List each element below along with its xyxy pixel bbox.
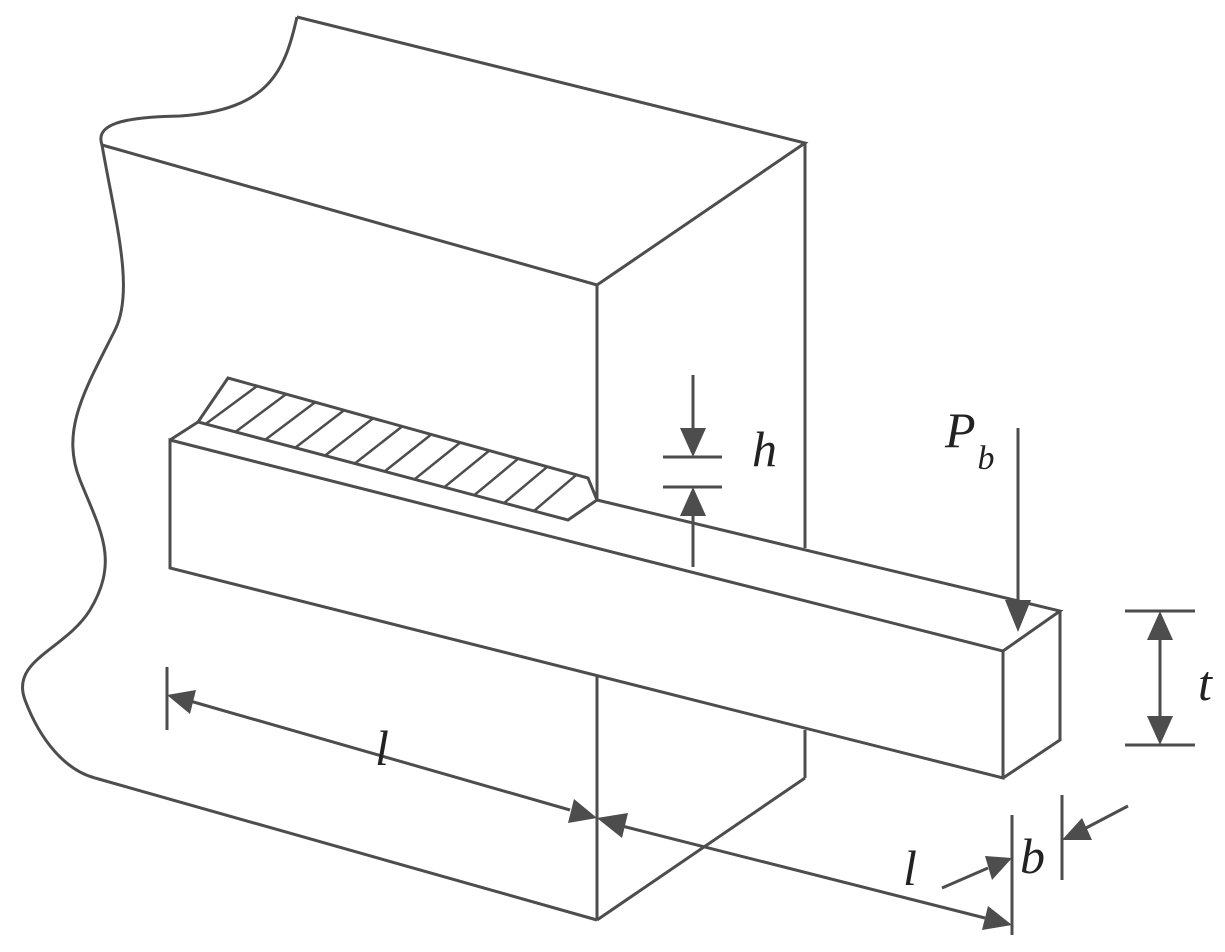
weld-hatch-line — [294, 409, 345, 449]
b-arrow-right-shaft — [1085, 804, 1129, 830]
load-arrow-head — [1005, 600, 1031, 632]
l-right-arrow-end — [982, 906, 1012, 930]
bar-end-face — [1002, 611, 1062, 780]
l-left-label: l — [375, 720, 389, 776]
load-label: Pb — [944, 402, 995, 477]
weld-hatch-line — [354, 425, 403, 465]
plate-bottom-front-edge — [94, 776, 598, 922]
l-left-dim-line — [189, 699, 571, 812]
t-arrow-top-head — [1147, 611, 1173, 640]
h-dimension: h — [663, 375, 777, 567]
b-arrow-left-head — [985, 856, 1012, 880]
l-left-arrow-start — [167, 690, 196, 714]
weld-hatch-line — [204, 385, 258, 426]
cantilever-bar — [168, 420, 1064, 780]
t-dimension: t — [1125, 609, 1213, 747]
l-dimension-left: l — [165, 667, 597, 823]
base-plate — [21, 15, 809, 922]
plate-top-face — [101, 15, 809, 287]
weld-hatch-line — [234, 393, 287, 433]
weld-hatch-line — [503, 465, 549, 505]
weld-outline — [195, 376, 599, 522]
plate-bottom-side-edge — [596, 776, 806, 922]
bar-front-face — [168, 438, 1005, 780]
l-right-dim-line — [621, 824, 986, 920]
bar-top-face — [169, 420, 1064, 653]
weld-hatch-line — [324, 417, 374, 457]
t-arrow-bottom-head — [1147, 716, 1173, 745]
weld-hatch-line — [264, 401, 316, 441]
b-dimension: b — [941, 795, 1129, 890]
b-label: b — [1020, 828, 1045, 884]
h-arrow-bottom-head — [680, 487, 706, 516]
h-label: h — [752, 421, 777, 477]
l-right-label: l — [903, 840, 917, 896]
b-arrow-left-shaft — [941, 866, 989, 890]
plate-break-line — [21, 16, 299, 780]
weld-hatching — [204, 385, 578, 512]
weld-hatch-line — [413, 441, 462, 481]
weld-hatch-line — [473, 457, 520, 497]
h-arrow-top-head — [680, 428, 706, 457]
fillet-weld — [195, 376, 599, 522]
load-pb: Pb — [944, 402, 1031, 632]
load-label-subscript: b — [978, 440, 995, 477]
load-label-main: P — [944, 402, 976, 458]
weld-hatch-line — [533, 473, 578, 512]
weld-hatch-line — [443, 449, 491, 489]
b-arrow-right-head — [1062, 818, 1092, 840]
t-label: t — [1198, 655, 1213, 711]
l-right-arrow-start — [597, 813, 628, 838]
l-dimension-right: l — [597, 813, 1014, 935]
weld-hatch-line — [383, 433, 432, 473]
l-left-arrow-end — [568, 799, 597, 823]
